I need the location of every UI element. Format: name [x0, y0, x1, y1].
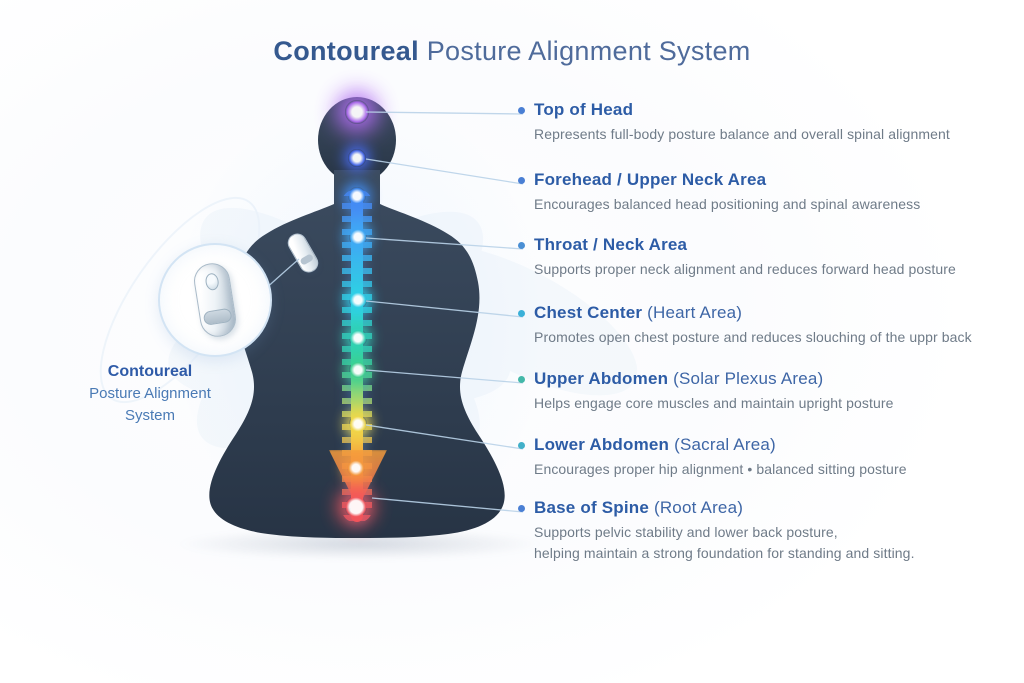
callout-title: Base of Spine (Root Area) [534, 498, 744, 517]
chakra-point-chest [349, 291, 367, 309]
chakra-point-sacral [347, 459, 365, 477]
chakra-point-base [345, 496, 367, 518]
callout-throat: Throat / Neck Area Supports proper neck … [518, 235, 1000, 280]
bullet-icon [518, 309, 525, 317]
chakra-point-throat [349, 228, 367, 246]
device-clip [202, 307, 233, 326]
callout-description: Helps engage core muscles and maintain u… [534, 395, 894, 411]
page-title: Contoureal Posture Alignment System [0, 36, 1024, 67]
device-label-line2: Posture Alignment [89, 385, 211, 403]
callout-base-of-spine: Base of Spine (Root Area) Supports pelvi… [518, 498, 1000, 564]
device-label: Contoureal Posture Alignment System [55, 360, 245, 427]
bullet-icon [518, 241, 525, 249]
chakra-point-mid-torso [349, 329, 367, 347]
bullet-icon [518, 375, 525, 383]
device-button [204, 272, 220, 292]
callout-description: Represents full-body posture balance and… [534, 126, 950, 142]
callout-title: Chest Center (Heart Area) [534, 303, 743, 322]
device-medallion [158, 243, 272, 357]
callout-top-of-head: Top of Head Represents full-body posture… [518, 100, 1000, 145]
figure-head [318, 97, 396, 183]
posture-device-illustration [191, 260, 239, 340]
callout-chest: Chest Center (Heart Area) Promotes open … [518, 303, 1000, 348]
callout-title: Lower Abdomen (Sacral Area) [534, 435, 776, 454]
device-label-brand: Contoureal [107, 363, 193, 380]
chakra-point-forehead [348, 149, 366, 167]
callout-title: Forehead / Upper Neck Area [534, 170, 767, 189]
bullet-icon [518, 106, 525, 114]
callout-description: Promotes open chest posture and reduces … [534, 329, 972, 345]
callout-description: Supports pelvic stability and lower back… [534, 524, 915, 561]
callout-lower-abdomen: Lower Abdomen (Sacral Area) Encourages p… [518, 435, 1000, 480]
chakra-point-lower-abdomen [349, 415, 367, 433]
bullet-icon [518, 504, 525, 512]
chakra-point-crown [345, 100, 369, 124]
callout-description: Encourages proper hip alignment • balanc… [534, 461, 907, 477]
bullet-icon [518, 176, 525, 184]
chakra-point-neck [348, 187, 366, 205]
title-rest: Posture Alignment System [418, 36, 751, 66]
callout-forehead: Forehead / Upper Neck Area Encourages ba… [518, 170, 1000, 215]
bullet-icon [518, 441, 525, 449]
callout-description: Encourages balanced head positioning and… [534, 196, 921, 212]
spine-column [351, 190, 363, 522]
brand-name: Contoureal [273, 36, 419, 66]
callout-title: Upper Abdomen (Solar Plexus Area) [534, 369, 824, 388]
callout-description: Supports proper neck alignment and reduc… [534, 261, 956, 277]
callout-upper-abdomen: Upper Abdomen (Solar Plexus Area) Helps … [518, 369, 1000, 414]
callout-title: Throat / Neck Area [534, 235, 688, 254]
chakra-point-upper-abdomen [349, 361, 367, 379]
callout-title: Top of Head [534, 100, 634, 119]
device-label-line3: System [124, 406, 175, 424]
